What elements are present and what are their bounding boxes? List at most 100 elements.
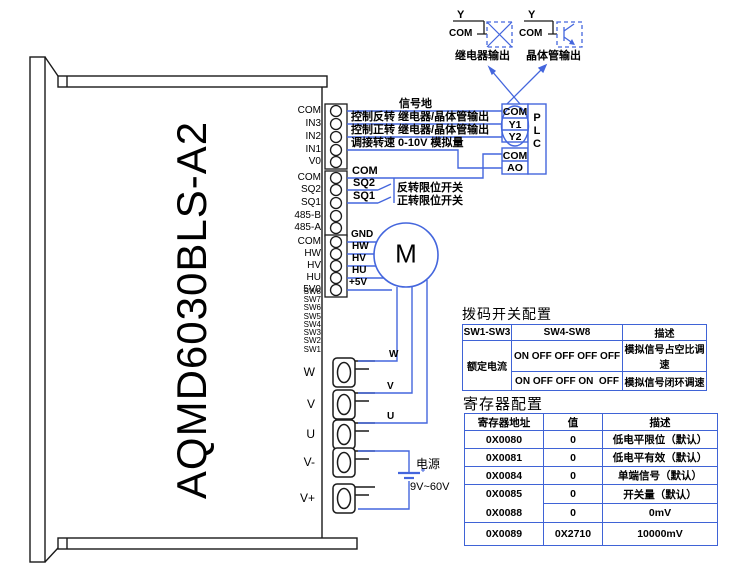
terminal-label-vminus: V- [303, 455, 315, 469]
speed-wire-label: 调接转速 0-10V 模拟量 [351, 137, 464, 149]
plc-letter-l: L [533, 125, 541, 137]
pin-label-hw: HW [304, 248, 321, 259]
relay-output-symbol [453, 20, 513, 48]
plc-cell-y1: Y1 [508, 119, 522, 131]
forward-wire-label: 控制正转 继电器/晶体管输出 [351, 124, 490, 136]
pin-label-485b: 485-B [294, 210, 321, 221]
motor-circle [373, 222, 439, 288]
reverse-limit-label: 反转限位开关 [397, 182, 463, 194]
power-terminals [332, 357, 375, 514]
plc-cell-ao: AO [507, 162, 523, 174]
reg-addr: 0X0085 [464, 484, 544, 504]
power-supply-range: 9V~60V [410, 481, 450, 493]
terminal-block [324, 103, 348, 298]
dip-row1-sw: ON OFF OFF OFF OFF [511, 340, 623, 372]
plc-cell-com-bottom: COM [502, 150, 528, 162]
output-type-arrows [487, 63, 548, 105]
pin-label-sq2: SQ2 [300, 184, 321, 195]
reg-desc: 低电平限位（默认） [602, 430, 718, 449]
com-wire-label: COM [352, 165, 378, 177]
register-table-title: 寄存器配置 [463, 396, 544, 413]
dip-header-sw48: SW4-SW8 [511, 324, 623, 341]
reg-addr: 0X0088 [464, 503, 544, 523]
signal-ground-label: 信号地 [399, 98, 432, 110]
pin-label-sw5: SW5 [303, 312, 321, 321]
transistor-y-label: Y [528, 9, 536, 21]
motor-symbol: M [395, 238, 417, 269]
relay-y-label: Y [457, 9, 465, 21]
reg-val: 0 [543, 430, 603, 449]
hw-wire-label: HW [352, 241, 369, 252]
reg-val: 0 [543, 503, 603, 523]
pin-label-sw3: SW3 [303, 328, 321, 337]
dip-group-label: 额定电流 [462, 340, 512, 391]
pin-label-hu: HU [306, 272, 321, 283]
sq2-wire-label: SQ2 [353, 177, 376, 189]
dip-row2-desc: 模拟信号闭环调速 [622, 371, 707, 391]
plus5v-wire-label: +5V [349, 277, 368, 288]
plc-block [500, 103, 547, 175]
pin-label-com1: COM [297, 105, 321, 116]
reg-val: 0 [543, 484, 603, 504]
dip-header-sw13: SW1-SW3 [462, 324, 512, 341]
pin-label-in2: IN2 [305, 131, 321, 142]
reg-header-val: 值 [543, 413, 603, 431]
reg-header-addr: 寄存器地址 [464, 413, 544, 431]
plc-letter-c: C [533, 138, 541, 150]
pin-label-hv: HV [307, 260, 321, 271]
terminal-label-w: W [303, 365, 315, 379]
transistor-icon [563, 23, 575, 45]
phase-v-label: V [387, 381, 394, 392]
reg-addr: 0X0084 [464, 466, 544, 485]
reg-addr: 0X0080 [464, 430, 544, 449]
pin-label-sw7: SW7 [303, 295, 321, 304]
controller-outline [29, 56, 358, 563]
table-row: 0X0081 0 低电平有效（默认） [464, 448, 718, 467]
reg-desc: 10000mV [602, 522, 718, 546]
terminal-label-u: U [306, 427, 315, 441]
dip-row1-desc: 模拟信号占空比调速 [622, 340, 707, 372]
table-row: 0X0089 0X2710 10000mV [464, 522, 718, 546]
relay-coil-icon [486, 21, 513, 48]
dip-header-desc: 描述 [622, 324, 707, 341]
plc-cell-y2: Y2 [508, 131, 522, 143]
transistor-output-label: 晶体管输出 [526, 50, 581, 62]
dip-switch-table: SW1-SW3 SW4-SW8 描述 额定电流 ON OFF OFF OFF O… [462, 324, 707, 391]
reg-desc: 0mV [602, 503, 718, 523]
reg-desc: 单端信号（默认） [602, 466, 718, 485]
terminal-label-v: V [306, 397, 315, 411]
reg-desc: 低电平有效（默认） [602, 448, 718, 467]
dip-table-title: 拨码开关配置 [462, 306, 552, 322]
plug-ellipse [500, 105, 530, 147]
pin-label-com3: COM [297, 236, 321, 247]
transistor-output-symbol [524, 20, 583, 48]
reg-val: 0 [543, 466, 603, 485]
reg-header-desc: 描述 [602, 413, 718, 431]
table-row: 0X0088 0 0mV [464, 503, 718, 523]
reg-desc: 开关量（默认） [602, 484, 718, 504]
battery-symbol [398, 468, 425, 480]
phase-u-label: U [387, 411, 395, 422]
device-model: AQMD6030BLS-A2 [168, 120, 215, 500]
pin-label-sw6: SW6 [303, 303, 321, 312]
phase-w-label: W [389, 349, 399, 360]
pin-label-485a: 485-A [294, 222, 321, 233]
reg-addr: 0X0081 [464, 448, 544, 467]
plc-letter-p: P [533, 112, 541, 124]
table-row: 0X0084 0 单端信号（默认） [464, 466, 718, 485]
pin-label-sw2: SW2 [303, 336, 321, 345]
pin-label-sw1: SW1 [303, 345, 321, 354]
reg-val: 0 [543, 448, 603, 467]
pin-label-in3: IN3 [305, 118, 321, 129]
plc-cell-com-top: COM [502, 106, 528, 118]
forward-limit-label: 正转限位开关 [397, 195, 463, 207]
reg-val: 0X2710 [543, 522, 603, 546]
relay-com-label: COM [449, 28, 473, 39]
pin-label-in1: IN1 [305, 144, 321, 155]
power-supply-label: 电源 [416, 457, 441, 471]
dip-row2-sw: ON OFF OFF ON OFF [511, 371, 623, 391]
reverse-wire-label: 控制反转 继电器/晶体管输出 [351, 111, 490, 123]
pin-label-sw4: SW4 [303, 320, 321, 329]
terminal-label-vplus: V+ [299, 491, 315, 505]
